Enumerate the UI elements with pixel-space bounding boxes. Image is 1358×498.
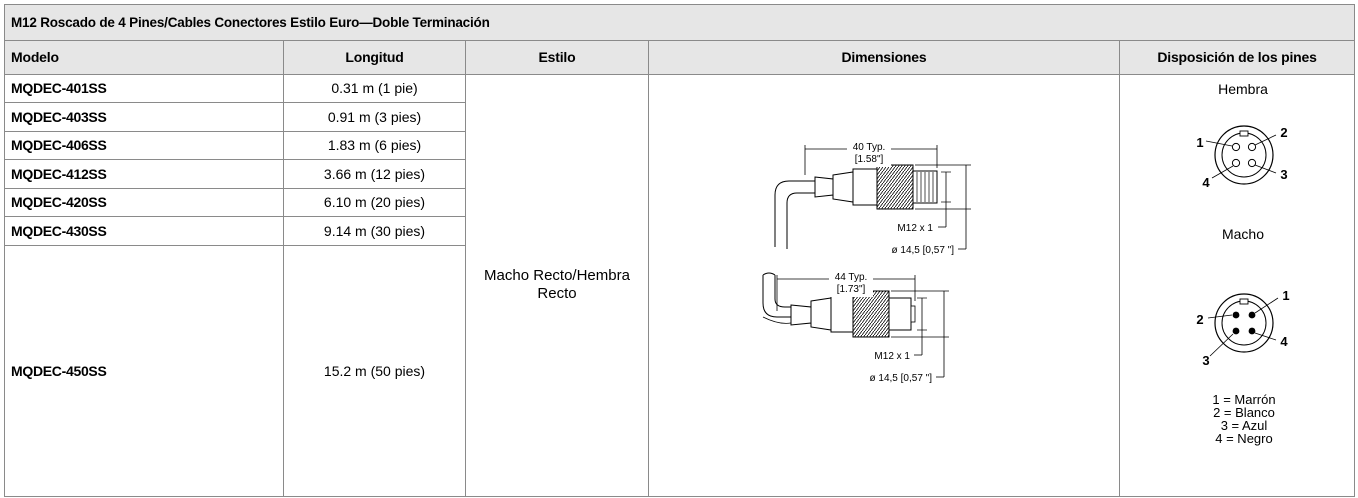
table-row: MQDEC-403SS 0.91 m (3 pies) [4,102,1355,132]
male-connector-drawing [762,272,916,338]
length-cell: 3.66 m (12 pies) [283,159,466,189]
header-length: Longitud [283,39,466,75]
length-cell: 9.14 m (30 pies) [283,216,466,246]
top-length-in: [1.58"] [855,154,884,165]
connector-spec-table: M12 Roscado de 4 Pines/Cables Conectores… [3,4,1356,498]
header-dimensions: Dimensiones [648,39,1120,75]
bottom-length-in: [1.73"] [837,284,866,295]
female-pin-diagram [1205,125,1277,185]
bottom-length-mm: 44 Typ. [835,272,868,283]
top-diameter: ø 14,5 [0,57 "] [892,245,955,256]
female-pin-3: 3 [1280,167,1287,182]
legend-pin-3: 3 = Azul [1221,418,1268,433]
style-cell: Macho Recto/Hembra Recto [465,73,649,498]
female-label: Hembra [1218,81,1268,97]
female-pin-2: 2 [1280,125,1287,140]
legend-pin-4: 4 = Negro [1215,431,1272,446]
table-row: MQDEC-406SS 1.83 m (6 pies) [4,130,1355,161]
table-row: MQDEC-430SS 9.14 m (30 pies) [4,216,1355,246]
dimension-drawing: 40 Typ. [1.58"] M12 x 1 ø 14,5 [0,57 "] [762,138,971,384]
female-pin-4: 4 [1202,175,1210,190]
length-cell: 0.91 m (3 pies) [283,102,466,132]
model-cell: MQDEC-403SS [4,102,284,132]
male-label: Macho [1222,226,1264,242]
model-cell: MQDEC-450SS [4,244,284,498]
header-style: Estilo [465,39,649,75]
length-cell: 15.2 m (50 pies) [283,244,466,498]
length-cell: 1.83 m (6 pies) [283,130,466,161]
dimensions-cell: 40 Typ. [1.58"] M12 x 1 ø 14,5 [0,57 "] [648,73,1120,498]
model-cell: MQDEC-420SS [4,187,284,218]
bottom-diameter: ø 14,5 [0,57 "] [870,373,933,384]
female-connector-drawing [774,164,938,249]
female-pin-1: 1 [1196,135,1203,150]
header-pinout: Disposición de los pines [1118,39,1356,75]
male-pin-4: 4 [1280,334,1288,349]
bottom-thread: M12 x 1 [874,351,910,362]
male-pin-2: 2 [1196,312,1203,327]
length-cell: 0.31 m (1 pie) [283,73,466,104]
model-cell: MQDEC-406SS [4,130,284,161]
style-value: Macho Recto/Hembra Recto [484,267,630,303]
table-row: MQDEC-420SS 6.10 m (20 pies) [4,187,1355,218]
male-pin-1: 1 [1282,288,1289,303]
pinout-cell: Hembra 1 2 3 4 Macho [1118,73,1356,498]
legend-pin-2: 2 = Blanco [1213,405,1275,420]
header-model: Modelo [4,39,284,75]
model-cell: MQDEC-430SS [4,216,284,246]
pinout-drawing: Hembra 1 2 3 4 Macho [1196,81,1289,446]
model-cell: MQDEC-412SS [4,159,284,189]
top-length-mm: 40 Typ. [853,142,886,153]
table-row: MQDEC-412SS 3.66 m (12 pies) [4,159,1355,189]
table-row: MQDEC-401SS 0.31 m (1 pie) Macho Recto/H… [4,73,1356,498]
table-row: MQDEC-450SS 15.2 m (50 pies) [4,244,1355,498]
model-cell: MQDEC-401SS [4,73,284,104]
top-thread: M12 x 1 [897,223,933,234]
table-title: M12 Roscado de 4 Pines/Cables Conectores… [3,4,1356,41]
legend-pin-1: 1 = Marrón [1212,392,1275,407]
male-pin-diagram [1207,293,1279,356]
male-pin-3: 3 [1202,353,1209,368]
length-cell: 6.10 m (20 pies) [283,187,466,218]
